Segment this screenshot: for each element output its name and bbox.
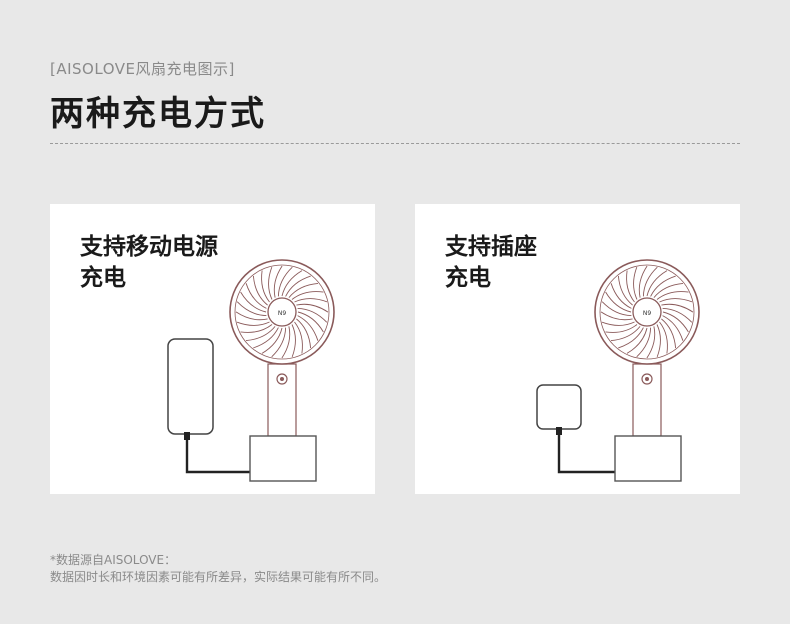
card-title-line2: 充电: [80, 265, 126, 291]
fan-blade: [296, 318, 312, 349]
fan-blade: [653, 282, 684, 298]
fan-blade: [662, 307, 693, 323]
fan-blade: [662, 311, 689, 333]
fan-blade: [291, 291, 324, 300]
footnote-line1: *数据源自AISOLOVE：: [50, 553, 177, 567]
fan-blade: [600, 311, 633, 321]
dashed-divider: [50, 143, 740, 144]
fan-head: N9: [594, 259, 700, 365]
fan-blade: [271, 327, 287, 358]
fan-blade: [236, 301, 267, 317]
fan-blade: [605, 291, 632, 313]
fan-handle: [267, 363, 297, 437]
fan-blade: [659, 298, 693, 303]
fan-blade: [661, 318, 677, 349]
fan-blade: [662, 315, 684, 341]
power-bank-illustration: [167, 338, 214, 435]
card-title-line1: 支持移动电源: [80, 234, 218, 260]
wall-plug-illustration: [536, 384, 582, 430]
fan-blade: [646, 270, 668, 297]
power-button-icon: [641, 373, 653, 385]
fan-illustration: N9: [167, 259, 335, 482]
fan-blade: [294, 298, 328, 303]
footnote: *数据源自AISOLOVE： 数据因时长和环境因素可能有所差异，实际结果可能有所…: [50, 552, 386, 586]
fan-blade: [618, 327, 644, 349]
fan-blade: [261, 270, 270, 303]
fan-blade: [626, 327, 648, 354]
fan-blade: [297, 315, 319, 341]
fan-blade: [235, 311, 268, 321]
fan-blade: [297, 307, 328, 323]
fan-blade: [245, 283, 267, 309]
fan-blade: [638, 265, 648, 298]
power-button-icon: [276, 373, 288, 385]
fan-blade: [253, 327, 279, 349]
fan-illustration: N9: [536, 259, 700, 482]
card-power-bank: 支持移动电源 充电 N9: [50, 204, 375, 494]
fan-head: N9: [229, 259, 335, 365]
fan-blade: [245, 326, 276, 342]
fan-blade: [261, 327, 283, 354]
fan-blade: [633, 266, 638, 300]
fan-blade: [617, 275, 633, 306]
usb-cable-illustration: [185, 434, 250, 474]
card-wall-plug: 支持插座 充电 N9: [415, 204, 740, 494]
fan-blade: [656, 291, 689, 300]
fan-blade: [296, 303, 329, 313]
fan-blade: [661, 303, 694, 313]
fan-blade: [288, 282, 319, 298]
fan-blade: [281, 326, 291, 359]
fan-blade: [297, 311, 324, 333]
fan-blade: [252, 275, 268, 306]
fan-blade: [650, 275, 676, 297]
fan-blade: [642, 266, 658, 297]
fan-base: [614, 435, 682, 482]
card-title-line1: 支持插座: [445, 234, 537, 260]
page-subtitle: [AISOLOVE风扇充电图示]: [50, 60, 235, 78]
card-title: 支持移动电源 充电: [80, 232, 240, 294]
fan-blade: [636, 327, 652, 358]
fan-blade: [277, 266, 293, 297]
fan-blade: [626, 270, 635, 303]
fan-handle: [632, 363, 662, 437]
fan-blade: [268, 266, 273, 300]
fan-blade: [291, 324, 296, 358]
fan-blade: [601, 301, 632, 317]
fan-blade: [610, 326, 641, 342]
card-title: 支持插座 充电: [445, 232, 605, 294]
fan-blade: [285, 275, 311, 297]
footnote-line2: 数据因时长和环境因素可能有所差异，实际结果可能有所不同。: [50, 570, 387, 584]
fan-blade: [281, 270, 303, 297]
fan-blade: [236, 321, 270, 326]
fan-blade: [294, 321, 303, 354]
usb-cable-illustration: [557, 429, 615, 474]
fan-blade: [240, 291, 267, 313]
fan-blade: [601, 321, 635, 326]
fan-logo: N9: [643, 310, 651, 317]
fan-blade: [240, 324, 273, 333]
fan-base: [249, 435, 317, 482]
fan-logo: N9: [278, 310, 286, 317]
fan-blade: [646, 326, 656, 359]
fan-blade: [610, 283, 632, 309]
page-title: 两种充电方式: [50, 94, 266, 134]
fan-blade: [273, 265, 283, 298]
fan-blade: [605, 324, 638, 333]
fan-blade: [656, 324, 661, 358]
card-title-line2: 充电: [445, 265, 491, 291]
fan-blade: [659, 321, 668, 354]
